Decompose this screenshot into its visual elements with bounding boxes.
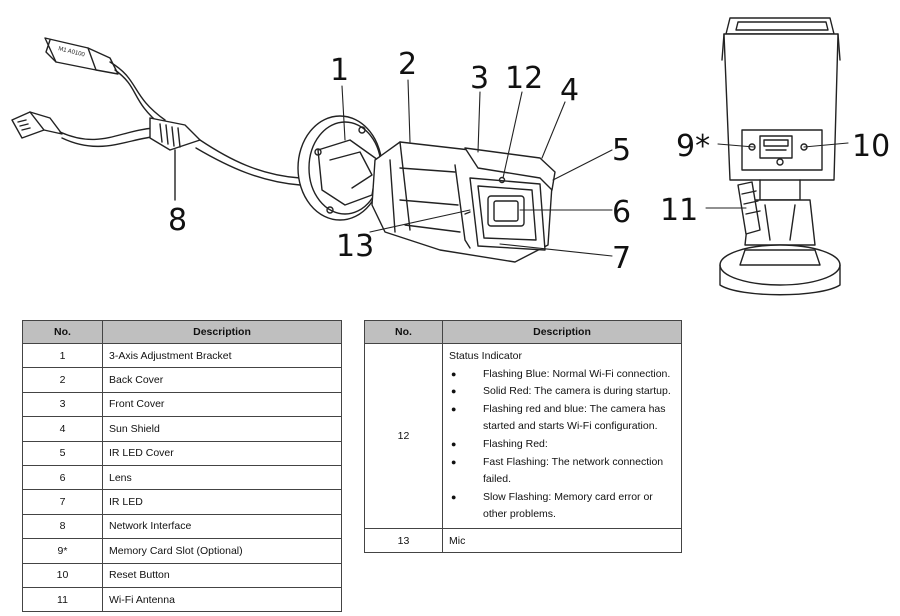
callout-8: 8 <box>168 203 187 238</box>
callout-5: 5 <box>612 133 631 168</box>
callout-2: 2 <box>398 47 417 82</box>
row-number: 1 <box>22 342 103 369</box>
table-header-row: No. Description <box>364 320 682 344</box>
table-row: 13 Mic <box>364 527 682 554</box>
camera-body <box>371 141 556 263</box>
status-indicator-title: Status Indicator <box>449 350 522 362</box>
row-description: Mic <box>442 527 682 554</box>
table-row: 9*Memory Card Slot (Optional) <box>22 538 342 564</box>
row-number: 7 <box>22 489 103 515</box>
leader-lines <box>341 79 849 257</box>
callout-1: 1 <box>330 53 349 88</box>
row-description: IR LED <box>102 489 342 515</box>
list-item: Solid Red: The camera is during startup. <box>449 383 675 401</box>
row-description: Memory Card Slot (Optional) <box>102 538 342 564</box>
list-item: Fast Flashing: The network connection fa… <box>449 454 675 489</box>
list-item: Slow Flashing: Memory card error or othe… <box>449 489 675 524</box>
table-header-row: No. Description <box>22 320 342 344</box>
callout-10: 10 <box>852 129 890 164</box>
row-number: 3 <box>22 391 103 418</box>
callout-13: 13 <box>336 229 374 264</box>
row-number: 8 <box>22 513 103 540</box>
row-description: IR LED Cover <box>102 440 342 466</box>
row-description: 3-Axis Adjustment Bracket <box>102 342 342 369</box>
row-number: 6 <box>22 464 103 491</box>
row-number: 13 <box>364 527 443 554</box>
status-indicator-list: Flashing Blue: Normal Wi-Fi connection. … <box>449 366 675 524</box>
row-description: Front Cover <box>102 391 342 418</box>
table-row-status-indicator: 12 Status Indicator Flashing Blue: Norma… <box>364 343 682 529</box>
row-number: 11 <box>22 586 103 613</box>
component-table-right: No. Description 12 Status Indicator Flas… <box>364 320 682 554</box>
callout-numbers: 1 2 3 12 4 5 6 7 8 13 9* 10 11 <box>168 47 890 276</box>
column-header-description: Description <box>102 320 342 344</box>
list-item: Flashing red and blue: The camera has st… <box>449 401 675 436</box>
row-description: Reset Button <box>102 562 342 588</box>
camera-rear-view <box>719 17 841 296</box>
status-indicator-cell: Status Indicator Flashing Blue: Normal W… <box>442 343 682 529</box>
row-number: 4 <box>22 416 103 442</box>
callout-4: 4 <box>560 73 579 108</box>
column-header-no: No. <box>22 320 103 344</box>
row-description: Network Interface <box>102 513 342 540</box>
list-item: Flashing Red: <box>449 436 675 454</box>
row-number: 5 <box>22 440 103 466</box>
row-description: Lens <box>102 464 342 491</box>
callout-6: 6 <box>612 195 631 230</box>
camera-diagram: M1 A0100 <box>11 17 890 296</box>
adjustment-bracket <box>297 115 383 221</box>
column-header-no: No. <box>364 320 443 344</box>
callout-12: 12 <box>505 61 543 96</box>
column-header-description: Description <box>442 320 682 344</box>
row-number: 12 <box>364 343 443 529</box>
row-description: Wi-Fi Antenna <box>102 586 342 613</box>
row-number: 2 <box>22 367 103 393</box>
list-item: Flashing Blue: Normal Wi-Fi connection. <box>449 366 675 384</box>
callout-9: 9* <box>676 129 710 164</box>
network-interface-cable: M1 A0100 <box>11 37 301 201</box>
callout-11: 11 <box>660 193 698 228</box>
callout-7: 7 <box>612 241 631 276</box>
row-number: 10 <box>22 562 103 588</box>
row-description: Back Cover <box>102 367 342 393</box>
callout-3: 3 <box>470 61 489 96</box>
row-description: Sun Shield <box>102 416 342 442</box>
row-number: 9* <box>22 538 103 564</box>
